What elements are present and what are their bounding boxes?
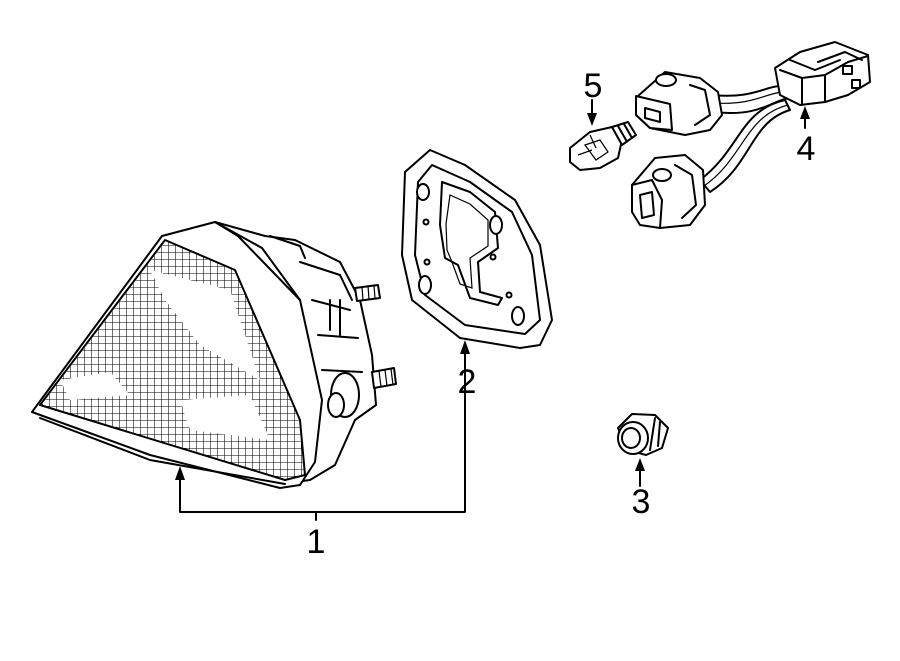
gasket: [401, 149, 553, 349]
callout-3: 3: [632, 483, 651, 521]
callout-1: 1: [307, 523, 326, 561]
leader-lines: [175, 99, 810, 521]
mounting-stud-upper: [354, 284, 381, 302]
callout-4: 4: [797, 130, 816, 168]
callout-2: 2: [458, 363, 477, 401]
wire-harness: [631, 41, 871, 229]
bulb: [569, 121, 637, 171]
mounting-stud-lower: [371, 367, 397, 389]
grommet: [617, 413, 669, 456]
callout-5: 5: [584, 67, 603, 105]
lamp-assembly: [31, 221, 397, 489]
